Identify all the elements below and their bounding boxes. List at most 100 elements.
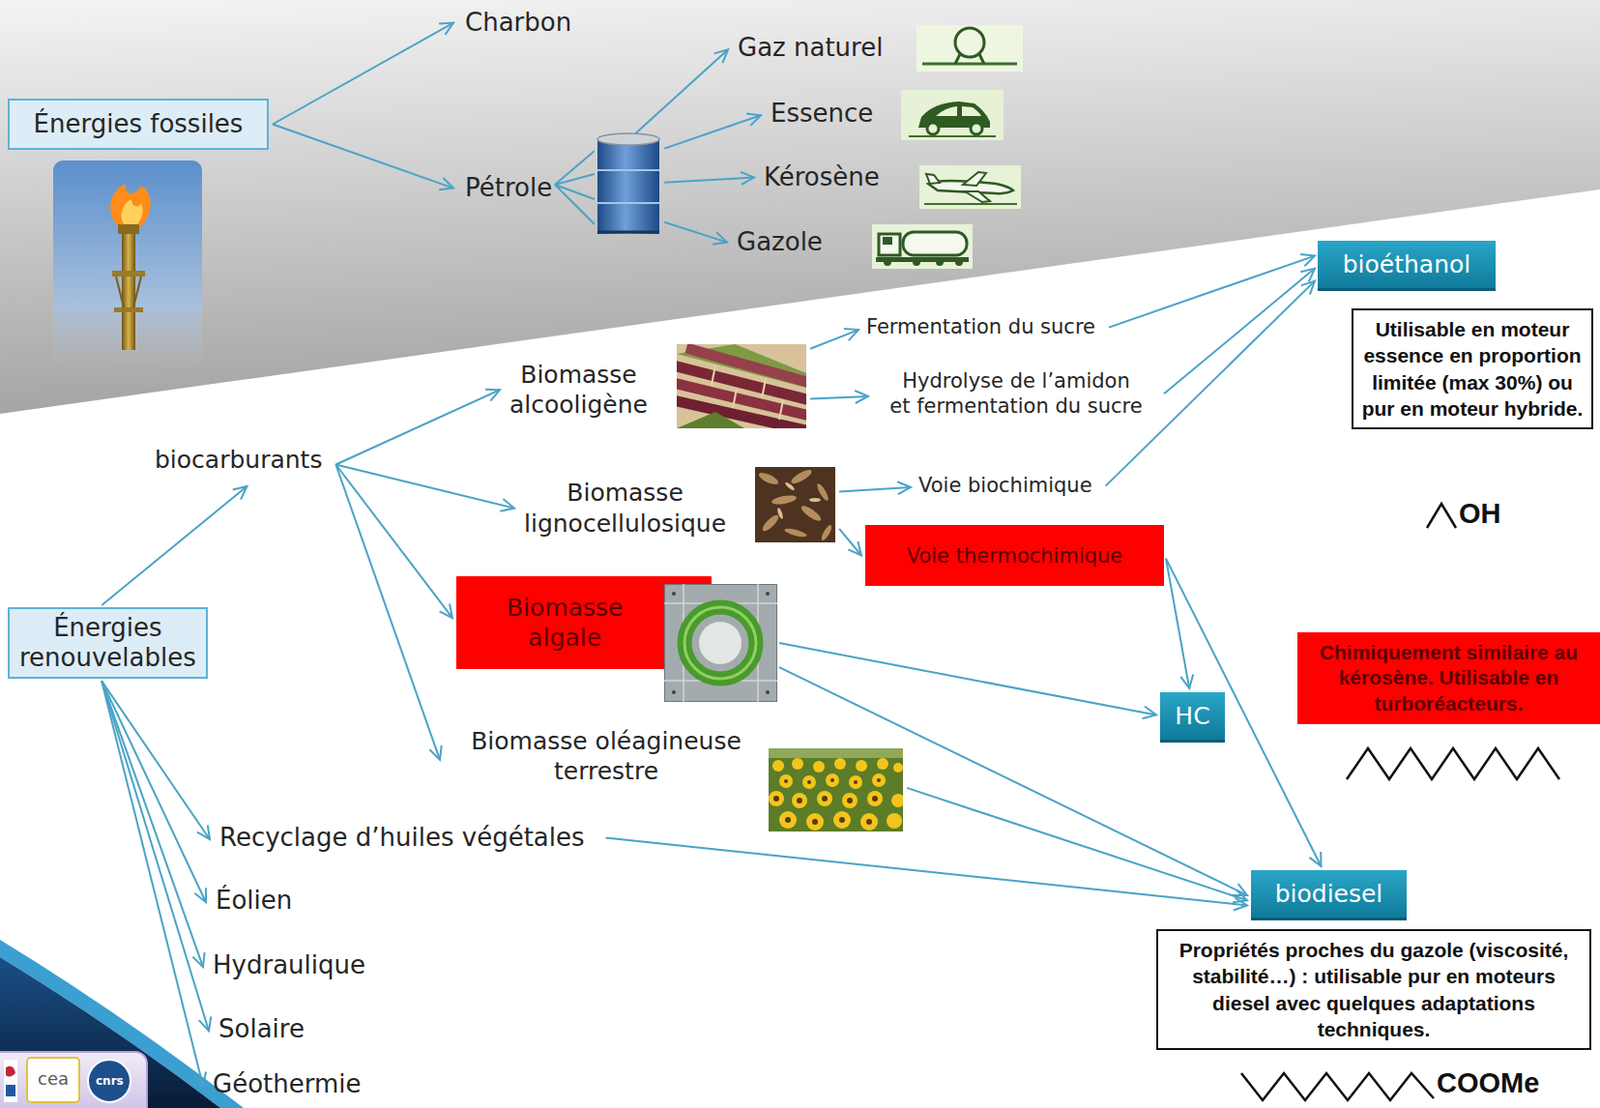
arrow-head xyxy=(1309,851,1322,867)
flow-arrow xyxy=(906,787,1248,902)
flow-arrow xyxy=(664,222,728,245)
arrow-line xyxy=(101,680,206,902)
source-label: Éolien xyxy=(215,885,292,916)
arrow-line xyxy=(101,680,209,1031)
node-text: Chimiquement similaire au kérosène. Util… xyxy=(1307,640,1591,717)
node-text: Propriétés proches du gazole (viscosité,… xyxy=(1165,936,1582,1043)
highlight-box: Voie thermochimique xyxy=(865,524,1164,586)
flow-arrow xyxy=(606,838,1249,911)
note-box: Utilisable en moteur essence en proporti… xyxy=(1351,308,1594,430)
node-text: Voie biochimique xyxy=(918,473,1093,498)
ester-zigzag xyxy=(1241,1073,1434,1101)
node-text: Hydrolyse de l’amidon et fermentation du… xyxy=(875,368,1157,420)
arrow-head xyxy=(194,887,206,902)
arrow-head xyxy=(197,824,210,840)
source-label: Recyclage d’huiles végétales xyxy=(219,822,585,853)
arrow-head xyxy=(740,172,755,185)
flow-arrow xyxy=(664,172,755,185)
arrow-head xyxy=(1142,706,1158,720)
node-text: Solaire xyxy=(218,1014,305,1045)
fuel-box: bioéthanol xyxy=(1317,240,1496,291)
product-label: Charbon xyxy=(465,7,572,38)
flow-arrow xyxy=(335,465,441,760)
arrow-line xyxy=(606,838,1249,906)
flow-arrow xyxy=(272,124,454,191)
node-text: biodiesel xyxy=(1275,879,1384,908)
flow-arrow xyxy=(839,481,911,495)
category-box: Énergies renouvelables xyxy=(7,607,208,679)
arrow-head xyxy=(429,745,441,760)
arrow-head xyxy=(843,328,859,341)
arrow-head xyxy=(485,389,500,402)
node-text: Biomasse algale xyxy=(506,592,624,654)
product-label: Gazole xyxy=(736,227,823,258)
arrow-head xyxy=(1300,254,1315,266)
node-text: Essence xyxy=(770,98,873,129)
ethanol-skeleton xyxy=(1426,503,1456,528)
arrow-line xyxy=(335,465,453,619)
category-box: Énergies fossiles xyxy=(7,98,269,150)
node-text: HC xyxy=(1174,701,1210,730)
photo xyxy=(676,344,807,436)
flow-arrow xyxy=(335,465,515,512)
flow-arrow xyxy=(101,680,204,967)
arrow-head xyxy=(438,177,454,190)
logo-text: cea xyxy=(37,1070,69,1088)
highlight-box: Biomasse algale xyxy=(456,576,712,670)
note-box: Propriétés proches du gazole (viscosité,… xyxy=(1156,929,1592,1050)
gas-icon xyxy=(916,25,1023,72)
highlight-note: Chimiquement similaire au kérosène. Util… xyxy=(1297,632,1600,725)
arrow-head xyxy=(1300,268,1315,283)
node-text: Pétrole xyxy=(465,172,553,204)
flow-arrow xyxy=(101,680,210,840)
node-text: Fermentation du sucre xyxy=(866,315,1096,340)
flow-arrow xyxy=(1108,254,1315,328)
arrow-head xyxy=(439,604,453,619)
process-label: Hydrolyse de l’amidon et fermentation du… xyxy=(875,368,1157,420)
source-label: Hydraulique xyxy=(212,950,366,981)
arrow-head xyxy=(746,113,761,125)
node-text: Recyclage d’huiles végétales xyxy=(219,822,585,853)
node-text: Gaz naturel xyxy=(737,32,883,63)
arrow-line xyxy=(101,680,204,967)
arrow-head xyxy=(854,390,869,404)
flow-arrow xyxy=(101,680,206,1086)
flow-arrow xyxy=(779,667,1248,896)
arrow-line xyxy=(839,487,911,493)
node-text: Biomasse oléagineuse terrestre xyxy=(461,726,752,787)
arrow-head xyxy=(847,541,862,556)
biomass-label: Biomasse oléagineuse terrestre xyxy=(461,726,903,839)
arrow-head xyxy=(1233,898,1248,911)
arrow-line xyxy=(906,787,1248,901)
flow-arrow xyxy=(1105,281,1315,487)
node-text: Charbon xyxy=(465,7,572,38)
node-text: Biomasse lignocellulosique xyxy=(523,477,727,539)
arrow-line xyxy=(272,23,454,125)
biomass-label: Biomasse lignocellulosique xyxy=(523,466,836,550)
flow-arrow xyxy=(633,49,728,136)
arrow-line xyxy=(779,642,1157,715)
node-text: Énergies fossiles xyxy=(33,109,244,140)
arrow-line xyxy=(101,680,204,1086)
flow-arrow xyxy=(101,680,211,1031)
product-label: Essence xyxy=(770,98,873,129)
process-label: Voie biochimique xyxy=(918,473,1093,498)
flow-arrow xyxy=(779,642,1157,719)
arrow-line xyxy=(335,465,515,509)
arrow-line xyxy=(810,329,859,350)
formula-text: COOMe xyxy=(1436,1068,1540,1100)
arrow-line xyxy=(335,389,500,465)
node-text: Utilisable en moteur essence en proporti… xyxy=(1361,316,1584,422)
arrow-head xyxy=(1180,674,1193,689)
source-label: Pétrole xyxy=(465,131,663,245)
node-text: Kérosène xyxy=(763,162,880,193)
flow-arrow xyxy=(272,23,454,125)
flow-arrow xyxy=(810,390,869,404)
flow-arrow xyxy=(1165,558,1193,689)
fuel-box: HC xyxy=(1160,692,1225,743)
plane-icon xyxy=(919,165,1021,209)
flow-arrow xyxy=(664,113,761,148)
arrow-line xyxy=(101,486,247,606)
photo xyxy=(594,131,663,245)
